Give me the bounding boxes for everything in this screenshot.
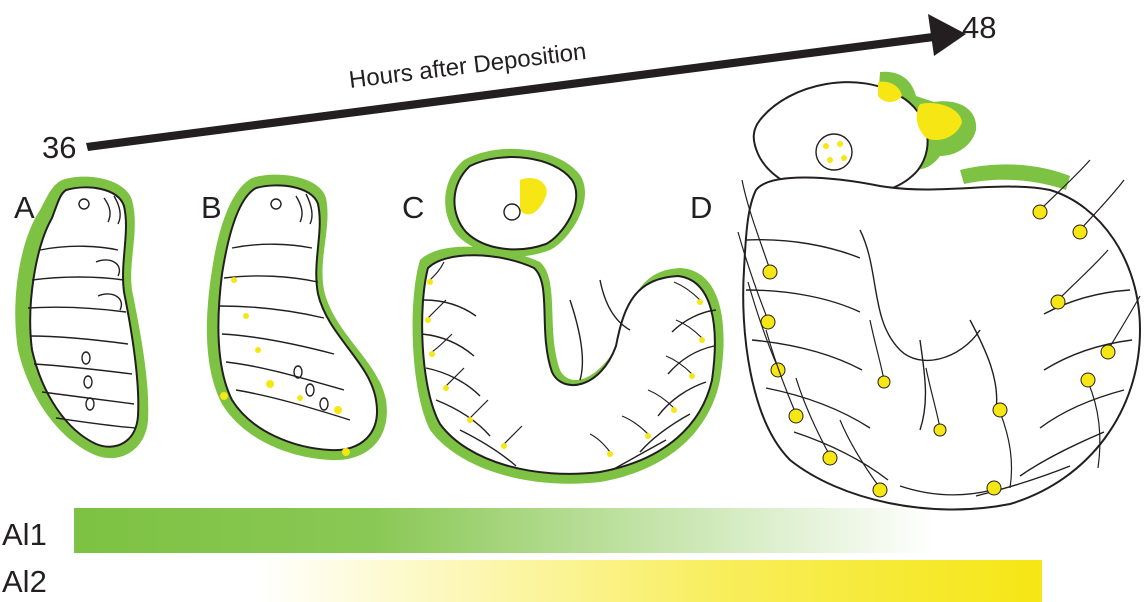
al2-gradient-bar bbox=[256, 560, 1042, 602]
timeline-start-label: 36 bbox=[42, 130, 76, 165]
panel-label-c: C bbox=[402, 190, 424, 225]
embryo-c-illustration bbox=[413, 149, 724, 484]
timeline-end-label: 48 bbox=[962, 10, 996, 45]
panel-label-b: B bbox=[201, 190, 222, 225]
al2-label: Al2 bbox=[2, 564, 47, 599]
embryo-a-illustration bbox=[15, 177, 148, 458]
panel-label-d: D bbox=[690, 190, 712, 225]
embryo-d-illustration bbox=[738, 72, 1140, 510]
panel-label-a: A bbox=[14, 190, 35, 225]
al1-label: Al1 bbox=[2, 517, 47, 552]
al1-gradient-bar bbox=[74, 508, 934, 553]
embryo-b-illustration bbox=[207, 175, 387, 461]
